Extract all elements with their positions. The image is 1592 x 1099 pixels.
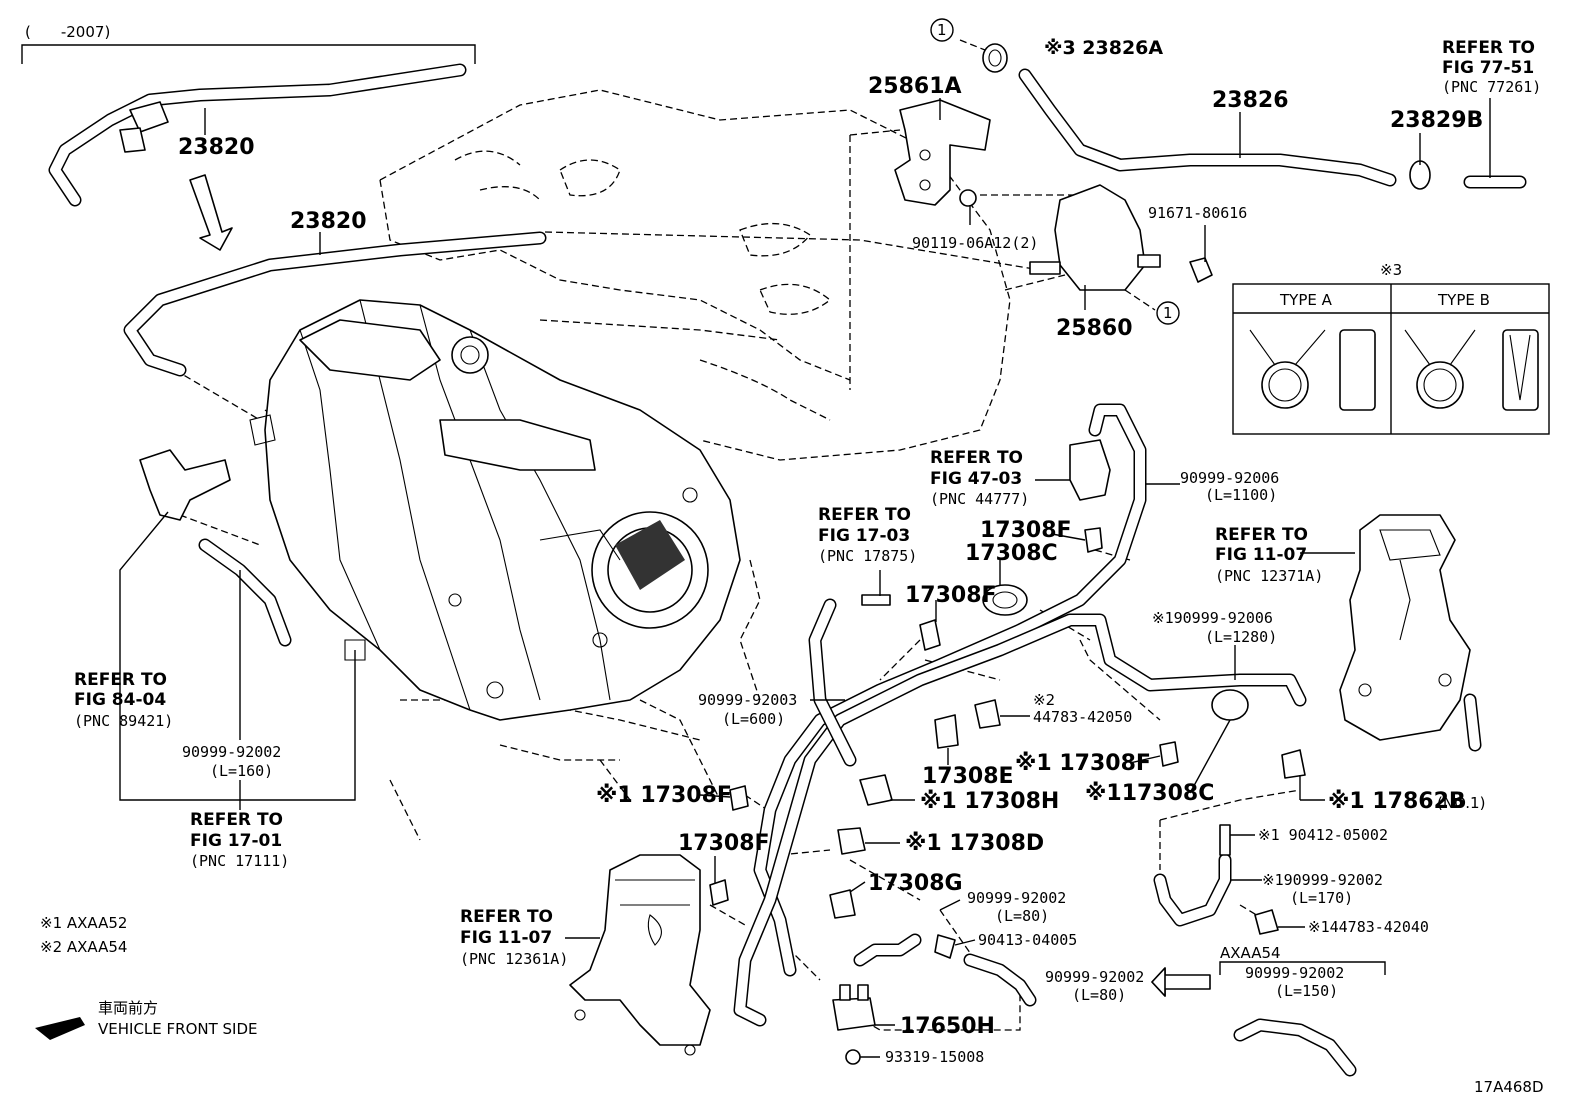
ref-17-01-l1: REFER TO <box>190 810 283 830</box>
ref-47-03-l3: (PNC 44777) <box>930 490 1029 508</box>
ref-77-51-l3: (PNC 77261) <box>1442 78 1541 96</box>
clip-type-b: TYPE B <box>1437 291 1490 309</box>
part-17308F-e: 17308F <box>678 831 770 856</box>
part-92002-160: 90999-92002 <box>182 743 281 761</box>
ref-11-07a-l2: FIG 11-07 <box>1215 545 1307 565</box>
part-90119: 90119-06A12(2) <box>912 234 1038 252</box>
part-17862B: ※1 17862B <box>1328 789 1466 814</box>
part-17308C-a: 17308C <box>965 541 1058 566</box>
intake-manifold <box>249 299 741 721</box>
year-range-label: ( -2007) <box>25 23 110 41</box>
engine-mounts <box>569 514 1482 1056</box>
part-17650H: 17650H <box>900 1014 995 1039</box>
part-23820-top: 23820 <box>178 135 255 160</box>
ref-11-07a-l1: REFER TO <box>1215 525 1308 545</box>
note-axaa54: ※2 AXAA54 <box>40 938 127 956</box>
part-23829B: 23829B <box>1390 108 1483 133</box>
ref-11-07b-l1: REFER TO <box>460 907 553 927</box>
note-axaa52: ※1 AXAA52 <box>40 914 127 932</box>
part-44783-42050: 44783-42050 <box>1033 708 1132 726</box>
part-92006-1100-len: (L=1100) <box>1205 486 1277 504</box>
part-90412: ※1 90412-05002 <box>1258 826 1388 844</box>
part-92006-1280-len: (L=1280) <box>1205 628 1277 646</box>
ref-47-03-l1: REFER TO <box>930 448 1023 468</box>
part-23826A: ※3 23826A <box>1044 37 1163 59</box>
part-92002-80a: 90999-92002 <box>967 889 1066 907</box>
part-44783-42040: ※144783-42040 <box>1308 918 1429 936</box>
part-92002-150: 90999-92002 <box>1245 964 1344 982</box>
ref-17-01-l2: FIG 17-01 <box>190 831 282 851</box>
part-91671: 91671-80616 <box>1148 204 1247 222</box>
part-23826: 23826 <box>1212 88 1289 113</box>
part-25861A: 25861A <box>868 74 962 99</box>
diagram-code-label: 17A468D <box>1474 1078 1544 1096</box>
small-parts <box>119 43 1431 1065</box>
clip-type-table <box>1232 283 1550 435</box>
front-side-jp: 車両前方 <box>98 999 158 1017</box>
part-92006-1280: ※190999-92006 <box>1152 609 1273 627</box>
part-17308H: ※1 17308H <box>920 789 1059 814</box>
part-92002-170: ※190999-92002 <box>1262 871 1383 889</box>
part-17308F-b: 17308F <box>905 583 997 608</box>
ref-17-03-l3: (PNC 17875) <box>818 547 917 565</box>
part-92002-160-len: (L=160) <box>210 762 273 780</box>
part-17308E: 17308E <box>922 764 1014 789</box>
callout-1b: 1 <box>1163 304 1173 322</box>
part-17308F-a: 17308F <box>980 518 1072 543</box>
part-23820-mid: 23820 <box>290 209 367 234</box>
part-17308F-c: ※1 17308F <box>1015 751 1151 776</box>
part-90413: 90413-04005 <box>978 931 1077 949</box>
ref-77-51-l2: FIG 77-51 <box>1442 58 1534 78</box>
part-92002-80b: 90999-92002 <box>1045 968 1144 986</box>
ref-11-07a-l3: (PNC 12371A) <box>1215 567 1323 585</box>
part-92002-80b-len: (L=80) <box>1072 986 1126 1004</box>
ref-47-03-l2: FIG 47-03 <box>930 469 1022 489</box>
ref-84-04-l3: (PNC 89421) <box>74 712 173 730</box>
part-92003-len: (L=600) <box>722 710 785 728</box>
ref-17-03-l1: REFER TO <box>818 505 911 525</box>
ref-84-04-l1: REFER TO <box>74 670 167 690</box>
clip-type-a: TYPE A <box>1279 291 1333 309</box>
part-17308F-d: ※1 17308F <box>596 783 732 808</box>
callout-1a: 1 <box>937 21 947 39</box>
part-92002-170-len: (L=170) <box>1290 889 1353 907</box>
part-92002-150-len: (L=150) <box>1275 982 1338 1000</box>
callout-circles <box>930 18 1180 325</box>
part-25860: 25860 <box>1056 316 1133 341</box>
part-92006-1100: 90999-92006 <box>1180 469 1279 487</box>
part-17308D: ※1 17308D <box>905 831 1044 856</box>
front-side-en: VEHICLE FRONT SIDE <box>98 1020 258 1038</box>
ref-11-07b-l2: FIG 11-07 <box>460 928 552 948</box>
ref-17-03-l2: FIG 17-03 <box>818 526 910 546</box>
part-92002-80a-len: (L=80) <box>995 907 1049 925</box>
ref-11-07b-l3: (PNC 12361A) <box>460 950 568 968</box>
direction-arrows <box>35 174 1211 1040</box>
part-17308C-b: ※117308C <box>1085 781 1214 806</box>
ref-84-04-l2: FIG 84-04 <box>74 690 166 710</box>
axaa54-label: AXAA54 <box>1220 944 1281 962</box>
ref-77-51-l1: REFER TO <box>1442 38 1535 58</box>
part-44783-42050-mark: ※2 <box>1033 691 1055 709</box>
part-93319: 93319-15008 <box>885 1048 984 1066</box>
leader-lines <box>21 44 1491 1058</box>
ref-17-01-l3: (PNC 17111) <box>190 852 289 870</box>
part-17862B-no: (NO.1) <box>1437 794 1485 812</box>
labels: ( -2007) 17A468D 1 1 23820 23820 ※3 2382… <box>25 21 1544 1096</box>
part-17308G: 17308G <box>868 871 963 896</box>
part-92003: 90999-92003 <box>698 691 797 709</box>
clip-type-mark: ※3 <box>1380 261 1402 279</box>
